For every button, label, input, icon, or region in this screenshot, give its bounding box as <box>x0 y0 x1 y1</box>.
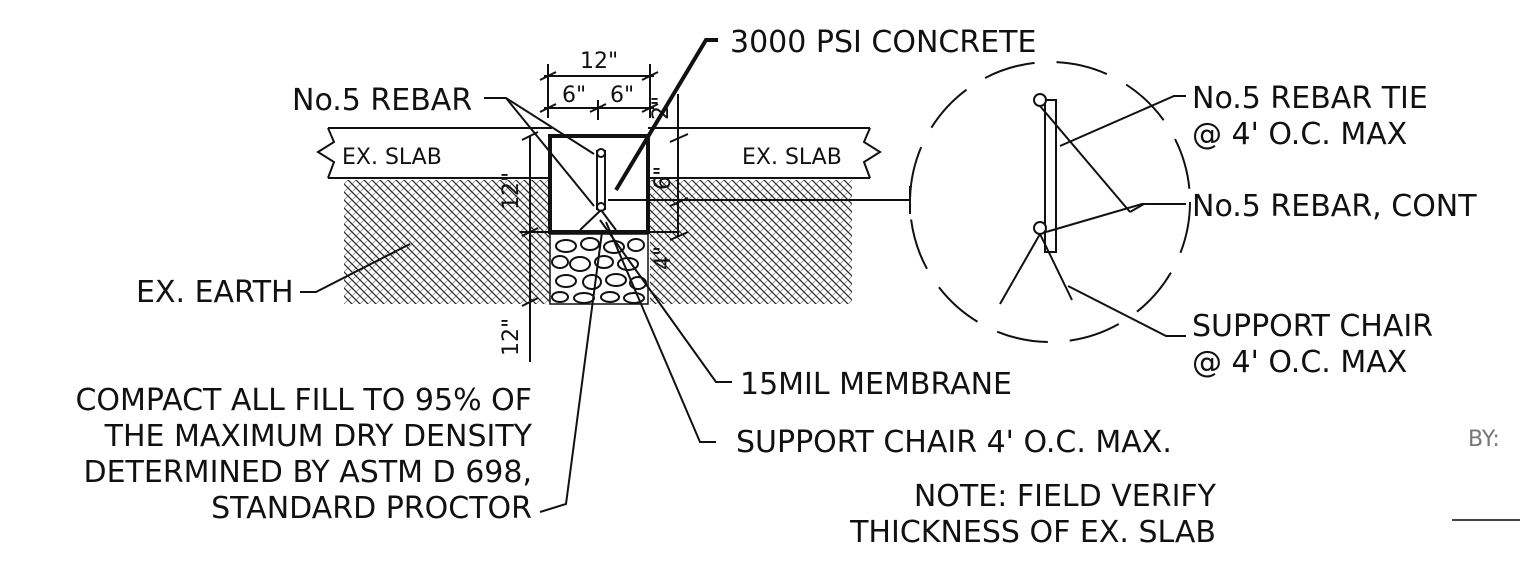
compaction-note: COMPACT ALL FILL TO 95% OF THE MAXIMUM D… <box>75 383 532 526</box>
ex-earth-label: EX. EARTH <box>136 275 294 310</box>
compact-line: COMPACT ALL FILL TO 95% OF <box>75 383 532 418</box>
ex-slab-left-label: EX. SLAB <box>342 145 442 170</box>
gravel-base <box>549 233 649 305</box>
membrane-label: 15MIL MEMBRANE <box>740 367 1012 402</box>
compact-line: STANDARD PROCTOR <box>211 491 532 526</box>
dim-top-cover: 2" <box>649 96 674 120</box>
existing-slab-left <box>316 127 552 179</box>
earth-right <box>650 180 852 304</box>
rebar-cont-label: No.5 REBAR, CONT <box>1192 189 1477 224</box>
rebar-label: No.5 REBAR <box>292 83 472 118</box>
compact-line: THE MAXIMUM DRY DENSITY <box>104 419 533 454</box>
ex-slab-right-label: EX. SLAB <box>742 145 842 170</box>
earth-left <box>344 180 550 304</box>
dim-overall-width: 12" <box>580 49 618 74</box>
chair-leader <box>605 221 716 443</box>
dim-gravel: 4" <box>651 246 676 270</box>
dim-half-right: 6" <box>610 83 634 108</box>
detail-chair-label: SUPPORT CHAIR <box>1192 309 1433 344</box>
dim-half-left: 6" <box>562 83 586 108</box>
note-line: THICKNESS OF EX. SLAB <box>849 515 1216 550</box>
note-line: NOTE: FIELD VERIFY <box>914 479 1217 514</box>
dimension-lines <box>521 64 689 362</box>
concrete-label: 3000 PSI CONCRETE <box>730 25 1036 60</box>
existing-slab-right <box>648 127 882 179</box>
rebar-leader-2 <box>505 97 595 207</box>
dim-below: 12" <box>499 318 524 356</box>
compact-leader <box>539 231 603 513</box>
concrete-leader <box>614 38 718 192</box>
support-chair-label: SUPPORT CHAIR 4' O.C. MAX. <box>736 425 1172 460</box>
membrane-leader <box>599 219 732 383</box>
rebar-tie-spacing: @ 4' O.C. MAX <box>1192 117 1407 152</box>
rebar-detail-callout <box>909 61 1191 343</box>
earth-leader <box>300 243 411 293</box>
dim-slab-to-bar: 6" <box>651 166 676 190</box>
detail-chair-spacing: @ 4' O.C. MAX <box>1192 345 1407 380</box>
field-verify-note: NOTE: FIELD VERIFY THICKNESS OF EX. SLAB <box>849 479 1217 550</box>
compact-line: DETERMINED BY ASTM D 698, <box>84 455 533 490</box>
by-label: BY: <box>1468 427 1500 452</box>
footing-rebar <box>579 148 617 231</box>
rebar-tie-label: No.5 REBAR TIE <box>1192 81 1428 116</box>
dim-footing-depth: 12" <box>499 172 524 210</box>
